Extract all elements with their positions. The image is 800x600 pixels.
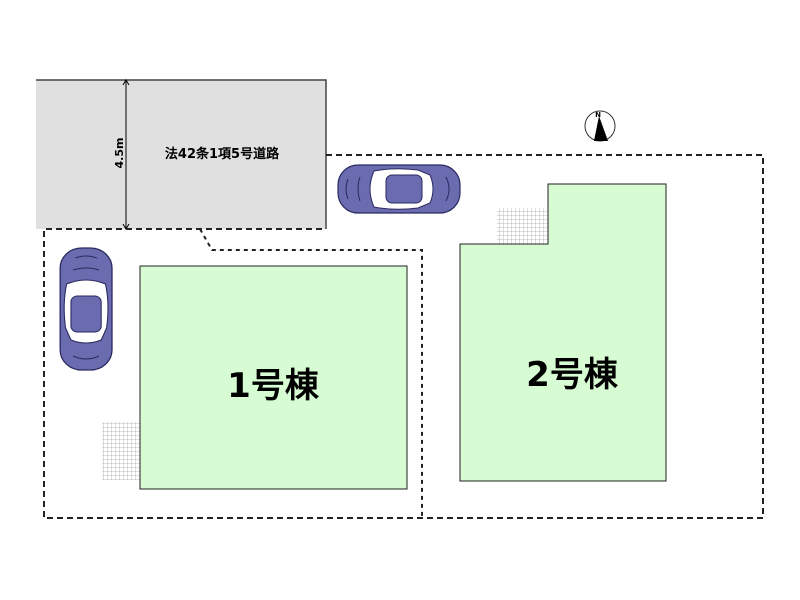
building-2-label: 2号棟 (526, 355, 619, 395)
road-width-label: 4.5m (113, 138, 126, 169)
paved-area (497, 208, 548, 244)
site-boundary (43, 154, 764, 519)
north-arrow-icon: N (584, 110, 616, 142)
road-label: 法42条1項5号道路 (165, 146, 280, 162)
road-area: 4.5m 法42条1項5号道路 (36, 79, 327, 230)
parked-car-icon (337, 164, 461, 214)
north-label: N (595, 111, 601, 119)
parked-car-icon (59, 247, 113, 371)
paved-area (102, 422, 140, 480)
building-1: 1号棟 (139, 265, 408, 490)
lot-divider (199, 228, 423, 518)
building-2: 2号棟 (459, 183, 667, 482)
building-1-label: 1号棟 (227, 366, 320, 406)
